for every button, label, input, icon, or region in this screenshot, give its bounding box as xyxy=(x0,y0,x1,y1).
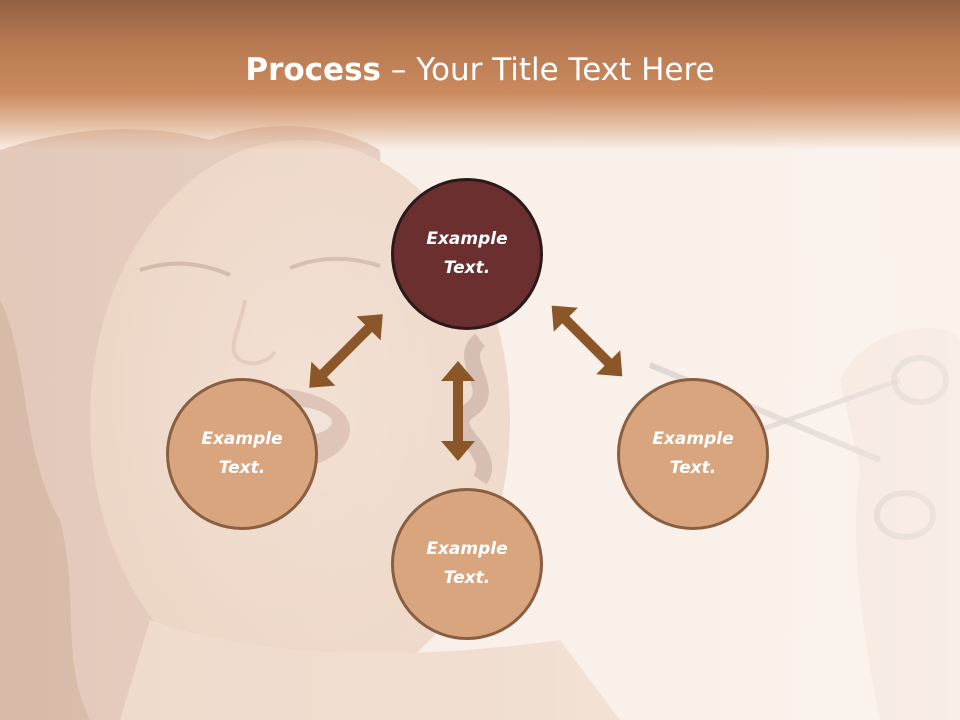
node-label: Example Text. xyxy=(426,539,508,588)
process-node-left: Example Text. xyxy=(166,378,318,530)
slide-title: Process – Your Title Text Here xyxy=(0,52,960,88)
arrow-center-right xyxy=(551,305,623,377)
title-bar xyxy=(0,0,960,150)
process-node-bottom: Example Text. xyxy=(391,488,543,640)
process-node-right: Example Text. xyxy=(617,378,769,530)
title-bold-text: Process xyxy=(245,52,381,88)
process-node-center: Example Text. xyxy=(391,178,543,330)
node-label: Example Text. xyxy=(201,429,283,478)
title-rest-text: – Your Title Text Here xyxy=(381,52,715,88)
arrow-center-left xyxy=(309,314,383,388)
node-label: Example Text. xyxy=(652,429,734,478)
node-label: Example Text. xyxy=(426,229,508,278)
arrow-center-bottom xyxy=(441,361,475,461)
